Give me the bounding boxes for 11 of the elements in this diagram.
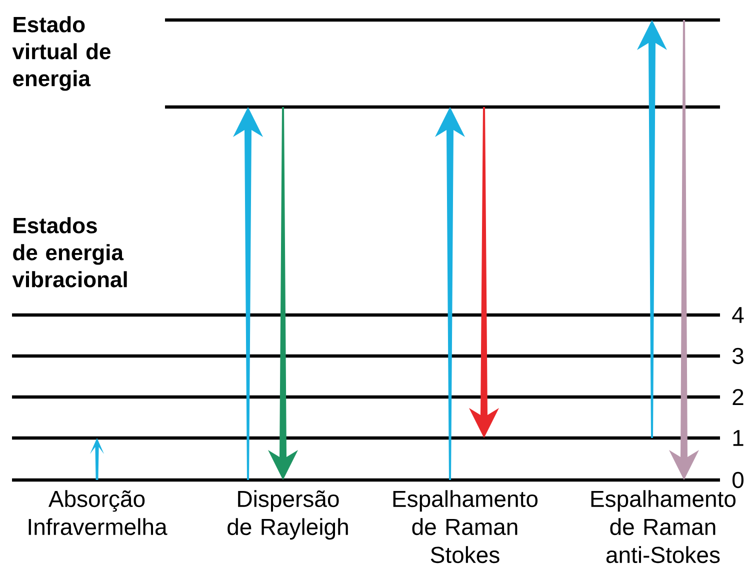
level-number: 3 (732, 348, 744, 364)
level-number: 4 (732, 307, 744, 323)
level-number: 1 (733, 430, 744, 446)
process-label: Espalhamento de Raman anti-Stokes (591, 490, 736, 564)
process-label: Dispersão de Rayleigh (228, 490, 348, 540)
level-heading: Estado virtual de energia (12, 16, 110, 91)
level-number: 2 (732, 388, 744, 406)
level-number: 0 (732, 472, 744, 488)
process-label: Espalhamento de Raman Stokes (393, 490, 538, 564)
process-label: Absorção Infravermelha (28, 490, 168, 536)
level-heading: Estados de energia vibracional (12, 217, 127, 288)
